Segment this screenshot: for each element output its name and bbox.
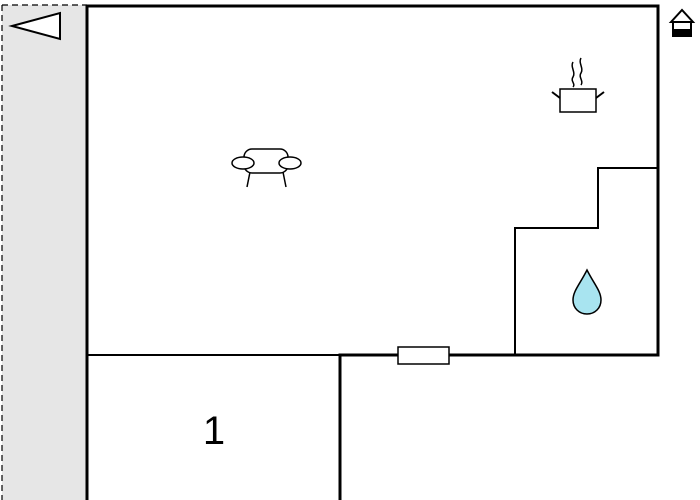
outer-wall xyxy=(85,4,660,500)
walls xyxy=(85,4,660,500)
interior-walls xyxy=(87,167,658,356)
bathroom-wall xyxy=(514,167,658,355)
window-icon xyxy=(397,346,450,365)
room-number: 1 xyxy=(203,409,225,453)
terrace xyxy=(1,4,87,500)
terrace-area xyxy=(2,5,87,500)
house-icon xyxy=(668,8,696,37)
triangle-arrow-left-icon xyxy=(8,11,61,41)
sofa-icon xyxy=(231,148,302,188)
water-drop-icon xyxy=(572,268,602,315)
cooking-pot-icon xyxy=(551,57,605,113)
